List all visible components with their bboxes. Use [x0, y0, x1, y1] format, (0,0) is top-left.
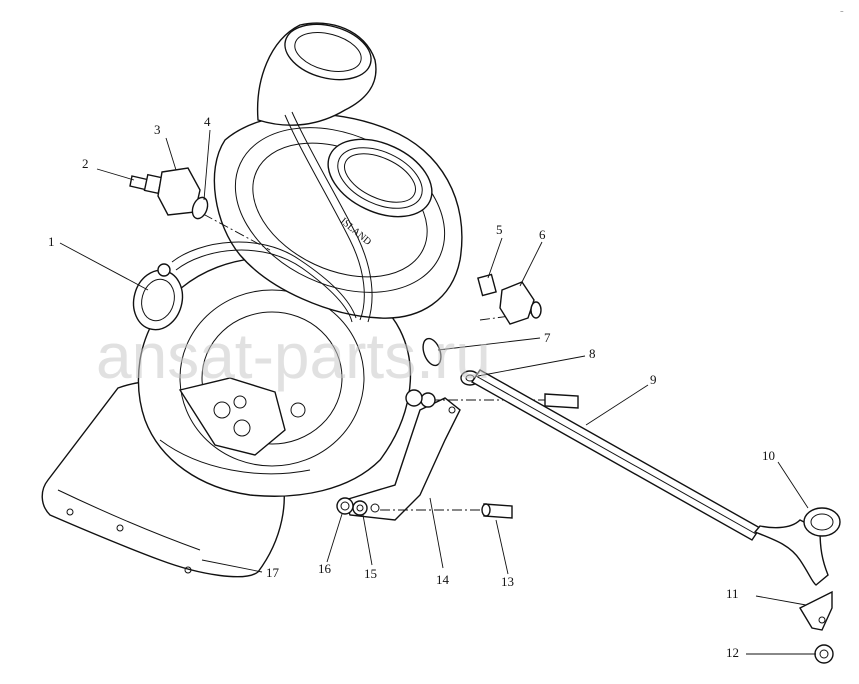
- callout-17: 17: [266, 565, 280, 580]
- callout-10: 10: [762, 448, 775, 463]
- part-13-stud: [481, 393, 579, 519]
- part-6-fitting: [499, 281, 542, 325]
- compressor-outlet-elbow: [256, 22, 377, 126]
- watermark-text: ansat-parts.ru: [96, 320, 491, 392]
- part-14-bracket: [344, 397, 461, 521]
- oil-supply-lines: [171, 111, 373, 323]
- callout-13: 13: [501, 574, 514, 589]
- callout-8: 8: [589, 346, 596, 361]
- part-5-bolt: [477, 273, 497, 297]
- leader-lines: [59, 129, 816, 655]
- callout-1: 1: [48, 234, 55, 249]
- callout-11: 11: [726, 586, 739, 601]
- compressor-inlet: [327, 138, 433, 218]
- callout-16: 16: [318, 561, 332, 576]
- part-9-oil-drain-pipe: [470, 369, 762, 541]
- callout-7: 7: [544, 330, 551, 345]
- callout-9: 9: [650, 372, 657, 387]
- callout-4: 4: [204, 114, 211, 129]
- part-12-nut: [814, 644, 834, 664]
- part-10-hose: [753, 507, 841, 586]
- part-1-actuator: [132, 263, 184, 331]
- part-16-nut: [336, 389, 423, 515]
- part-11-clip: [799, 590, 833, 631]
- callout-15: 15: [364, 566, 377, 581]
- part-2-bolt: [129, 173, 163, 195]
- corner-mark: -: [840, 5, 844, 17]
- callout-12: 12: [726, 645, 739, 660]
- callout-3: 3: [154, 122, 161, 137]
- callout-5: 5: [496, 222, 503, 237]
- callout-2: 2: [82, 156, 89, 171]
- turbine-housing: [137, 257, 412, 497]
- callout-6: 6: [539, 227, 546, 242]
- callout-14: 14: [436, 572, 450, 587]
- wastegate-bracket: [178, 377, 306, 456]
